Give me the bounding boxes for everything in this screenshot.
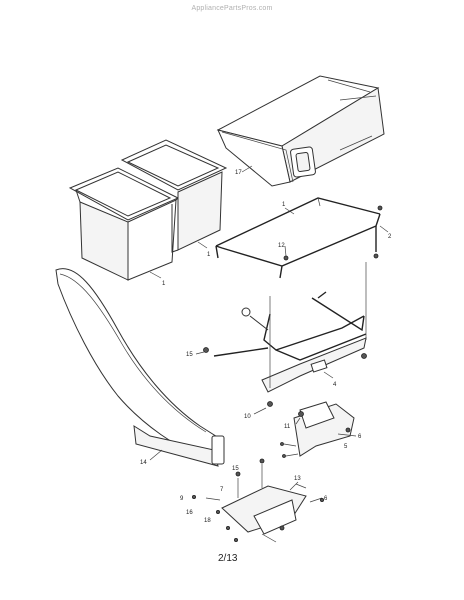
watermark-text: AppliancePartsPros.com [191, 5, 273, 12]
callout-12: 12 [278, 243, 285, 249]
page-number: 2/13 [218, 553, 238, 564]
callout-15-bottom: 15 [232, 466, 239, 472]
callout-18: 18 [204, 518, 211, 524]
callout-14: 14 [140, 460, 147, 466]
callout-numbers: 1 1 1 2 17 12 15 4 10 11 6 5 14 15 7 13 … [140, 170, 392, 524]
bottom-mount-bracket [191, 458, 324, 543]
leader-lines [149, 165, 389, 491]
callout-7: 7 [220, 487, 224, 493]
callout-4: 4 [333, 382, 337, 388]
callout-6-bottom: 6 [324, 496, 328, 502]
callout-16: 16 [186, 510, 193, 516]
side-bracket [280, 401, 357, 458]
callout-13: 13 [294, 476, 301, 482]
callout-15-left: 15 [186, 352, 193, 358]
callout-2: 2 [388, 234, 392, 240]
callout-5: 5 [344, 444, 348, 450]
callout-17: 17 [235, 170, 242, 176]
callout-1-left-bag: 1 [162, 281, 166, 287]
left-bag [68, 167, 180, 281]
bag-top-cover [216, 75, 385, 187]
bag-support-frame [203, 262, 367, 407]
callout-1-frame: 1 [282, 202, 286, 208]
callout-9: 9 [180, 496, 184, 502]
callout-11: 11 [284, 424, 291, 430]
right-bag [120, 139, 228, 253]
bag-frame [215, 197, 383, 279]
callout-1-right-bag: 1 [207, 252, 211, 258]
callout-10: 10 [244, 414, 251, 420]
callout-6-side: 6 [358, 434, 362, 440]
discharge-chute [55, 268, 225, 467]
